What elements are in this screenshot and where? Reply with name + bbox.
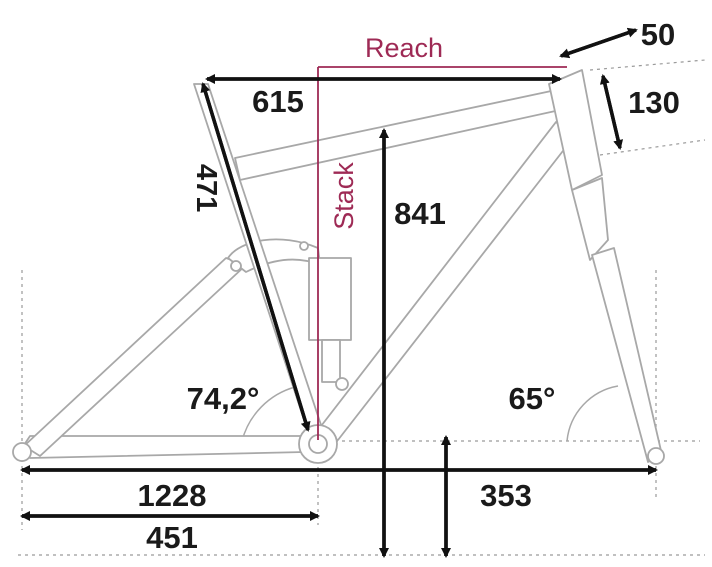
reach-stack-guides — [317, 66, 567, 440]
fork-upper — [571, 177, 609, 261]
seatstay — [23, 257, 247, 457]
front-axle — [647, 447, 665, 465]
main-pivot — [299, 241, 309, 251]
bike-frame — [12, 69, 665, 465]
seat-angle-label: 74,2° — [187, 381, 260, 416]
shock-pivot — [335, 377, 349, 391]
headtube-bottom-guide — [599, 139, 706, 156]
fork-lower — [591, 247, 663, 463]
headtube-top-guide — [589, 59, 706, 71]
seat-tube-arrow-back — [200, 82, 310, 431]
angle-arcs — [241, 385, 619, 442]
dimension-arrows — [20, 27, 658, 558]
head-tube-length-label: 130 — [628, 85, 680, 120]
seat-tube-length-label: 471 — [190, 164, 222, 212]
rear-shock — [308, 257, 352, 341]
rocker-pivot — [230, 260, 242, 272]
rear-shock-shaft — [321, 339, 341, 383]
rear-axle — [12, 442, 32, 462]
head-tube-arrow-back — [599, 74, 622, 149]
fork-offset-label: 50 — [641, 17, 675, 52]
reach-value-label: 615 — [252, 84, 304, 119]
reach-label: Reach — [365, 33, 443, 63]
front-center-label: 353 — [480, 478, 532, 513]
stack-label: Stack — [329, 162, 359, 230]
wheelbase-label: 1228 — [138, 478, 207, 513]
head-angle-arc — [566, 385, 619, 442]
chainstay-label: 451 — [146, 520, 198, 555]
fork-offset-arrow-back — [559, 28, 637, 59]
seat-angle-arc — [241, 386, 296, 442]
chainstay — [21, 435, 319, 459]
head-tube — [548, 69, 603, 191]
head-angle-label: 65° — [509, 381, 556, 416]
stack-value-label: 841 — [394, 196, 446, 231]
